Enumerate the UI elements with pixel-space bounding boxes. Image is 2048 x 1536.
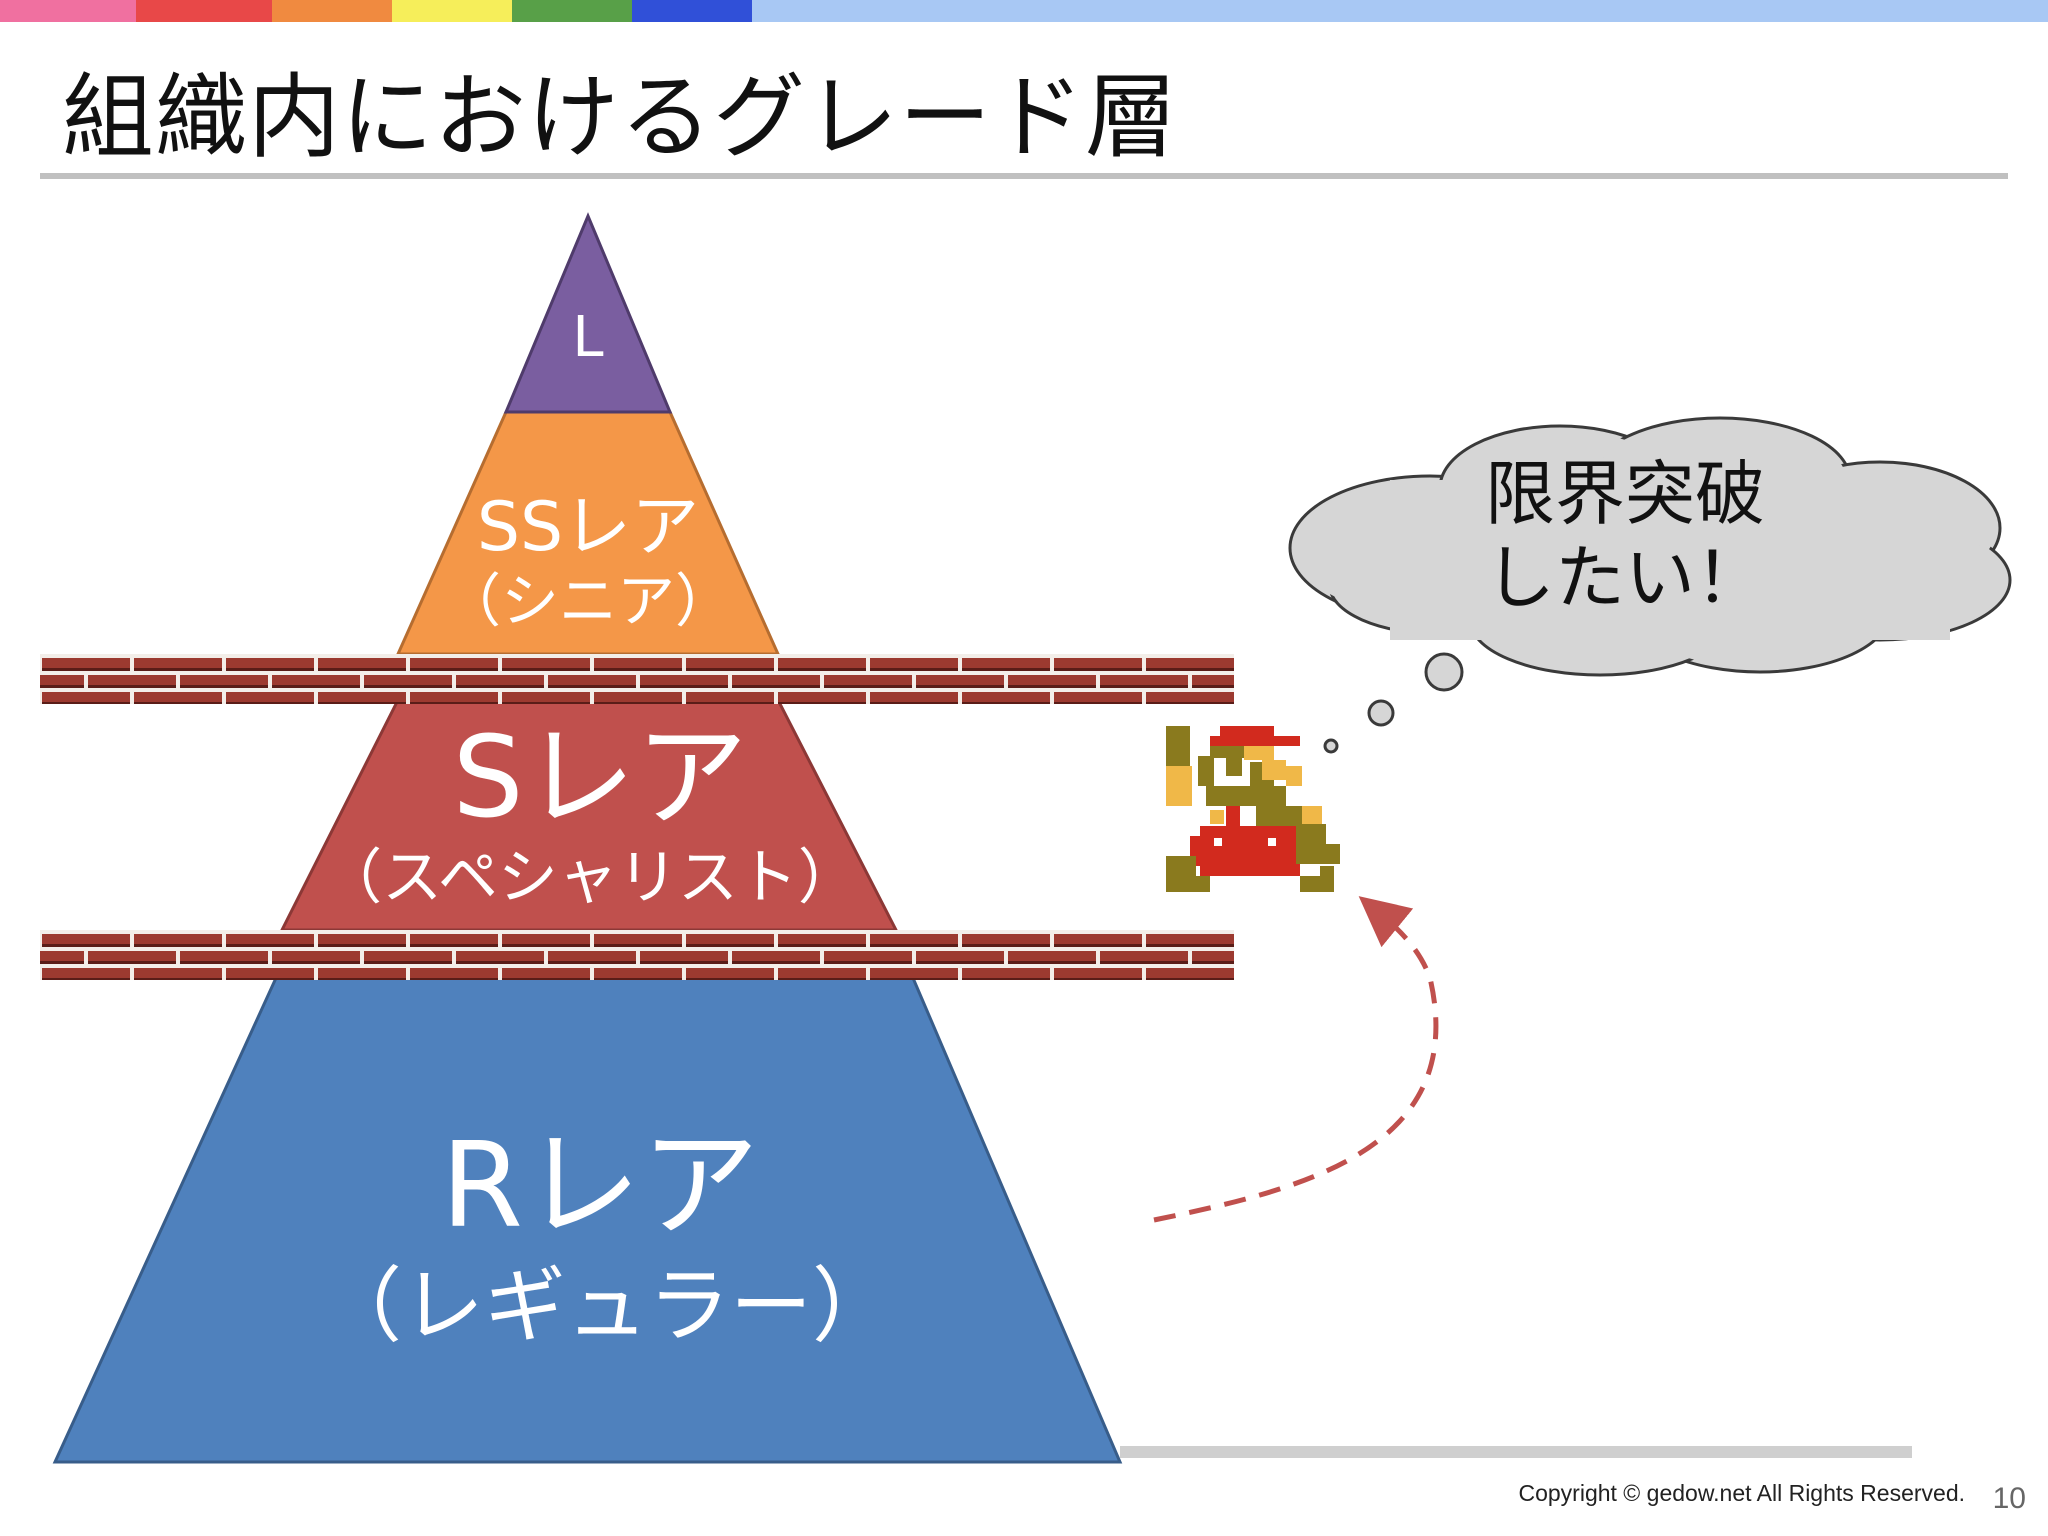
stripe-segment <box>0 0 136 22</box>
thought-dot-large <box>1424 652 1464 692</box>
slide-title: 組織内におけるグレード層 <box>62 64 1179 171</box>
stripe-segment <box>136 0 272 22</box>
tier-label-s: Sレア <box>452 713 748 843</box>
brick-barrier-upper <box>40 654 1234 704</box>
thought-bubble-line1: 限界突破 <box>1485 453 1765 535</box>
tier-sublabel-s: （スペシャリスト） <box>322 843 858 913</box>
stripe-segment <box>272 0 392 22</box>
tier-label-r: Rレア <box>441 1116 759 1254</box>
title-divider <box>40 173 2008 179</box>
stripe-segment <box>392 0 512 22</box>
stripe-segment <box>512 0 632 22</box>
tier-label-ss: SSレア <box>476 488 700 567</box>
tier-sublabel-ss: （シニア） <box>442 567 733 635</box>
tier-label-l: L <box>572 305 604 370</box>
footer-divider <box>1120 1446 1912 1458</box>
thought-dot-medium <box>1367 699 1395 727</box>
thought-dot-small <box>1323 738 1339 754</box>
thought-bubble <box>1288 416 2012 754</box>
stripe-segment <box>632 0 752 22</box>
tier-sublabel-r: （レギュラー） <box>320 1259 895 1354</box>
thought-bubble-line2: したい！ <box>1485 537 1765 619</box>
stripe-segment <box>752 0 2048 22</box>
brick-barrier-lower <box>40 930 1234 980</box>
copyright-text: Copyright © gedow.net All Rights Reserve… <box>1518 1480 1965 1506</box>
tier-l-shape <box>503 212 673 414</box>
page-number: 10 <box>1992 1482 2026 1515</box>
pixel-plumber-icon <box>1166 726 1340 892</box>
